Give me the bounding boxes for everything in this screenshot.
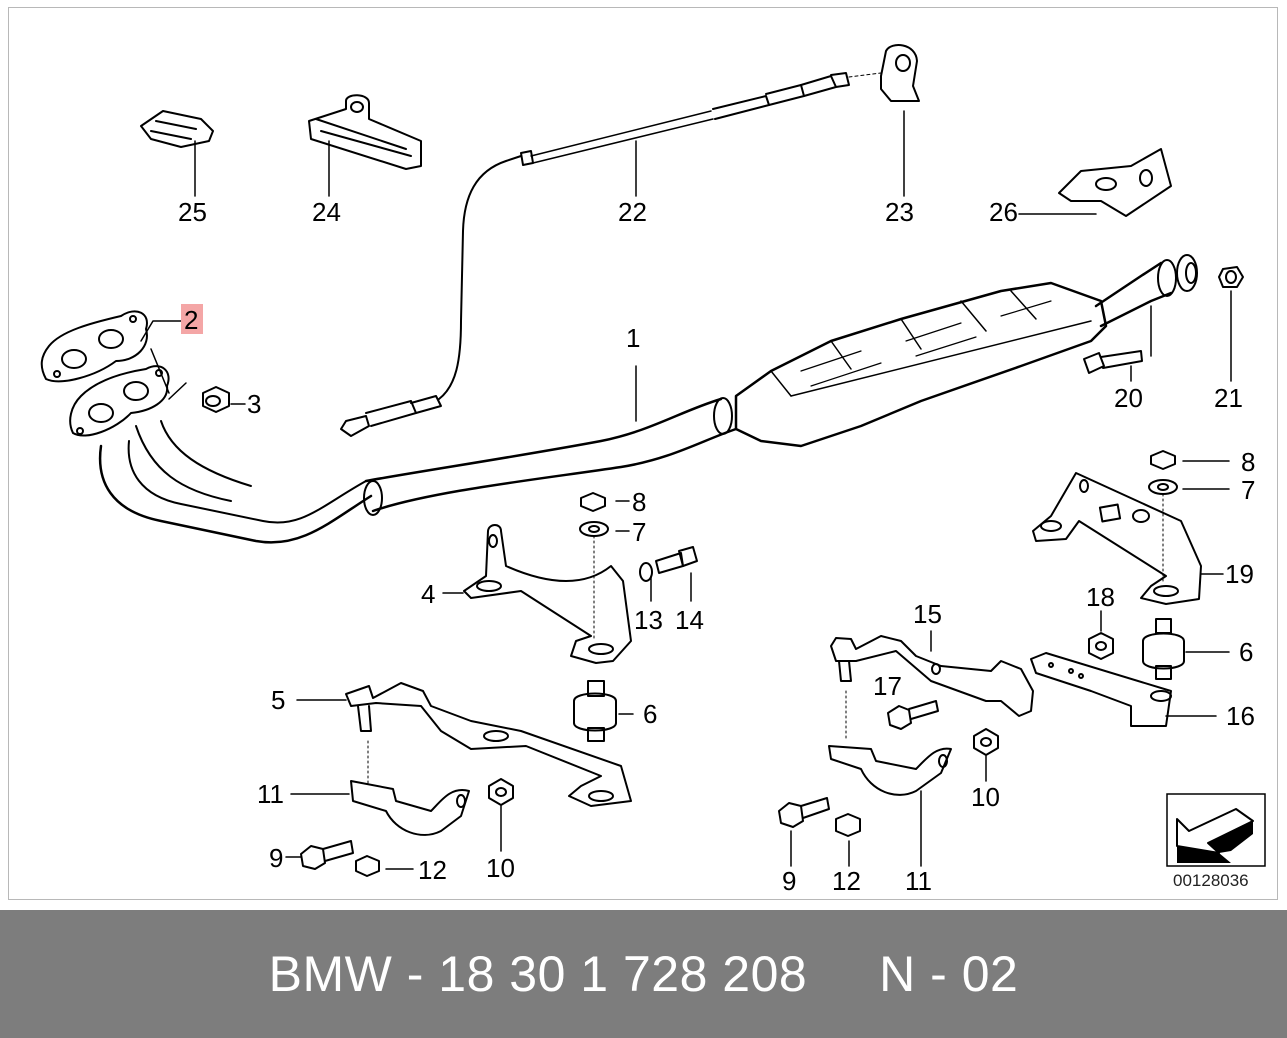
holder-part-23 — [848, 44, 920, 102]
label-part-26: 26 — [989, 197, 1018, 227]
nut-part-18 — [1088, 632, 1114, 660]
label-part-24: 24 — [312, 197, 341, 227]
label-part-19: 19 — [1225, 559, 1254, 589]
bracket-part-19 — [1032, 472, 1202, 605]
bracket-part-24 — [308, 94, 422, 170]
exhaust-parts-diagram: 1 2 3 4 5 6 6 7 7 8 8 9 9 10 10 11 11 12… — [8, 7, 1278, 900]
nut-part-3 — [202, 386, 230, 413]
bolt-part-20 — [1083, 350, 1143, 374]
rubber-mount-part-6-right — [1142, 618, 1185, 680]
label-part-1: 1 — [626, 323, 640, 353]
label-part-12-left: 12 — [418, 855, 447, 885]
label-part-17: 17 — [873, 671, 902, 701]
label-part-12-right: 12 — [832, 866, 861, 896]
catalytic-converter-part — [734, 254, 1198, 448]
bolt-part-9-right — [778, 797, 830, 828]
label-part-11-right: 11 — [905, 866, 932, 896]
washer-part-13 — [639, 562, 653, 582]
label-part-20: 20 — [1114, 383, 1143, 413]
bolt-part-14 — [655, 546, 698, 574]
label-part-8-right: 8 — [1241, 447, 1255, 477]
bracket-part-16 — [1030, 652, 1172, 727]
leader-lines — [140, 110, 1232, 870]
label-part-2: 2 — [184, 305, 198, 335]
nut-part-12-left — [355, 855, 380, 877]
bracket-part-5 — [345, 682, 632, 807]
label-part-6-left: 6 — [643, 699, 657, 729]
bracket-part-4 — [463, 524, 632, 664]
diagram-reference-number: 00128036 — [1173, 871, 1249, 890]
bolt-part-17 — [887, 700, 939, 730]
label-part-21: 21 — [1214, 383, 1243, 413]
label-part-13: 13 — [634, 605, 663, 635]
nut-part-10-left — [488, 778, 514, 806]
nut-washer-left — [579, 492, 609, 642]
part-number-text: BMW - 18 30 1 728 208 N - 02 — [268, 946, 1019, 1002]
label-part-10-right: 10 — [971, 782, 1000, 812]
oxygen-sensor-part — [340, 72, 850, 437]
flange-gasket-part — [40, 310, 170, 437]
label-part-7-right: 7 — [1241, 475, 1255, 505]
label-part-14: 14 — [675, 605, 704, 635]
label-part-9-right: 9 — [782, 866, 796, 896]
front-pipe-part — [98, 397, 738, 544]
clamp-part-11-left — [350, 740, 470, 836]
clamp-part-11-right — [828, 690, 952, 796]
label-part-9-left: 9 — [269, 843, 283, 873]
clip-part-25 — [140, 110, 214, 148]
label-part-4: 4 — [421, 579, 435, 609]
label-part-8-left: 8 — [632, 487, 646, 517]
label-part-5: 5 — [271, 685, 285, 715]
label-part-10-left: 10 — [486, 853, 515, 883]
rubber-mount-part-6-left — [573, 680, 617, 742]
nut-part-12-right — [835, 813, 861, 837]
label-part-22: 22 — [618, 197, 647, 227]
gasket-part-21 — [1218, 266, 1244, 288]
label-part-6-right: 6 — [1239, 637, 1253, 667]
part-number-footer: BMW - 18 30 1 728 208 N - 02 — [0, 910, 1287, 1038]
label-part-23: 23 — [885, 197, 914, 227]
nut-washer-right — [1148, 450, 1178, 582]
nut-part-10-right — [973, 728, 999, 756]
bolt-part-9-left — [300, 840, 354, 870]
part-2-highlight — [181, 304, 203, 334]
part-labels: 1 2 3 4 5 6 6 7 7 8 8 9 9 10 10 11 11 12… — [178, 197, 1255, 896]
label-part-16: 16 — [1226, 701, 1255, 731]
label-part-25: 25 — [178, 197, 207, 227]
label-part-15: 15 — [913, 599, 942, 629]
bracket-part-26 — [1058, 148, 1172, 217]
bracket-part-15 — [830, 635, 1034, 717]
direction-arrow-icon — [1166, 793, 1266, 867]
label-part-11-left: 11 — [257, 779, 284, 809]
label-part-7-left: 7 — [632, 517, 646, 547]
label-part-3: 3 — [247, 389, 261, 419]
label-part-18: 18 — [1086, 582, 1115, 612]
diagram-drawing: 1 2 3 4 5 6 6 7 7 8 8 9 9 10 10 11 11 12… — [40, 44, 1266, 896]
